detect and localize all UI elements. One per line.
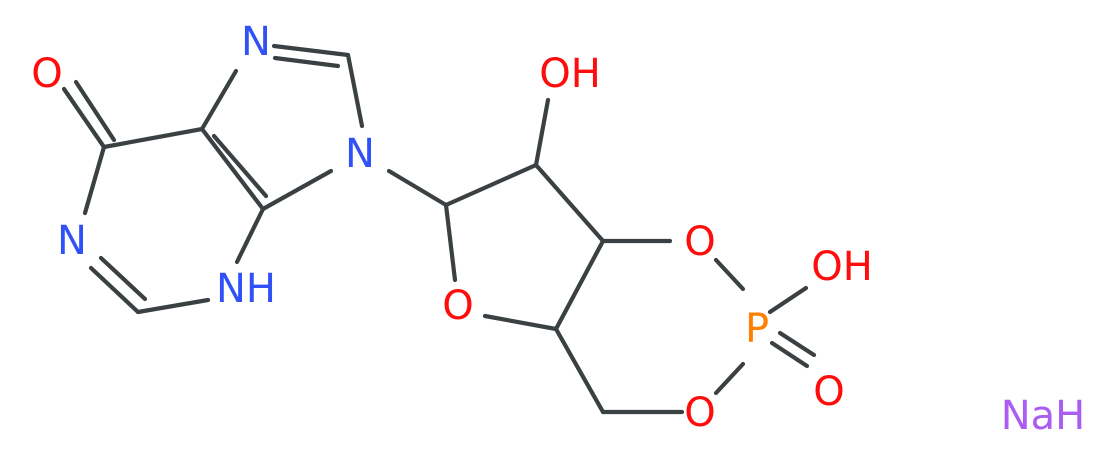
atom-imidazole-n7: N <box>241 19 271 65</box>
bond-c3p-c4p <box>553 238 606 332</box>
bond-keto-1 <box>61 86 107 150</box>
atom-phosphate-o-double: O <box>813 369 844 415</box>
atom-labels: O N N N NH OH O O OH P O O NaH <box>31 19 1085 439</box>
bond-c2-n3 <box>135 297 211 315</box>
atom-sodium-hydride: NaH <box>1001 393 1086 439</box>
bond-p-oh <box>767 285 809 315</box>
bond-c5-n7 <box>199 68 239 132</box>
atom-hydroxyl-top: OH <box>539 51 601 97</box>
bonds <box>61 43 817 415</box>
atom-pyrimidine-nh: NH <box>216 266 276 312</box>
bond-c2p-oh <box>533 97 551 168</box>
atom-keto-oxygen: O <box>31 51 62 97</box>
bond-c1p-c2p <box>443 162 539 208</box>
atom-pyrimidine-n1: N <box>57 218 87 264</box>
bond-keto-2 <box>73 79 117 143</box>
bond-c2p-c3p <box>533 162 606 244</box>
atom-phosphate-o-upper: O <box>684 219 715 265</box>
bond-p-o-a <box>769 340 810 369</box>
bond-o5p-p <box>713 361 746 396</box>
bond-c4p-c5p <box>553 326 606 415</box>
bond-n7-c8-a <box>271 43 351 58</box>
bond-c6-n1 <box>82 144 107 216</box>
atom-phosphate-o-lower: O <box>684 390 715 436</box>
bond-c1p-o4p <box>443 202 458 283</box>
bond-c5-c4-a <box>199 126 266 212</box>
bond-n9-c4 <box>260 168 334 212</box>
bond-c8-n9 <box>345 52 365 129</box>
atom-phosphorus: P <box>745 306 769 352</box>
atom-imidazole-n9: N <box>345 131 375 177</box>
bond-n1-c2-a <box>88 265 141 315</box>
bond-c5-c4-b <box>211 133 269 199</box>
bond-n7-c8-b <box>272 55 341 69</box>
bond-n3-c4 <box>234 206 266 265</box>
bond-o3p-p <box>713 257 746 292</box>
bond-p-o-b <box>777 330 817 358</box>
bond-n9-c1p <box>386 168 449 208</box>
bond-n1-c2-b <box>98 255 148 302</box>
bond-o4p-c4p <box>482 313 559 332</box>
bond-c6-c5 <box>101 126 205 150</box>
atom-phosphate-oh: OH <box>811 244 873 290</box>
atom-ring-oxygen: O <box>442 283 473 329</box>
